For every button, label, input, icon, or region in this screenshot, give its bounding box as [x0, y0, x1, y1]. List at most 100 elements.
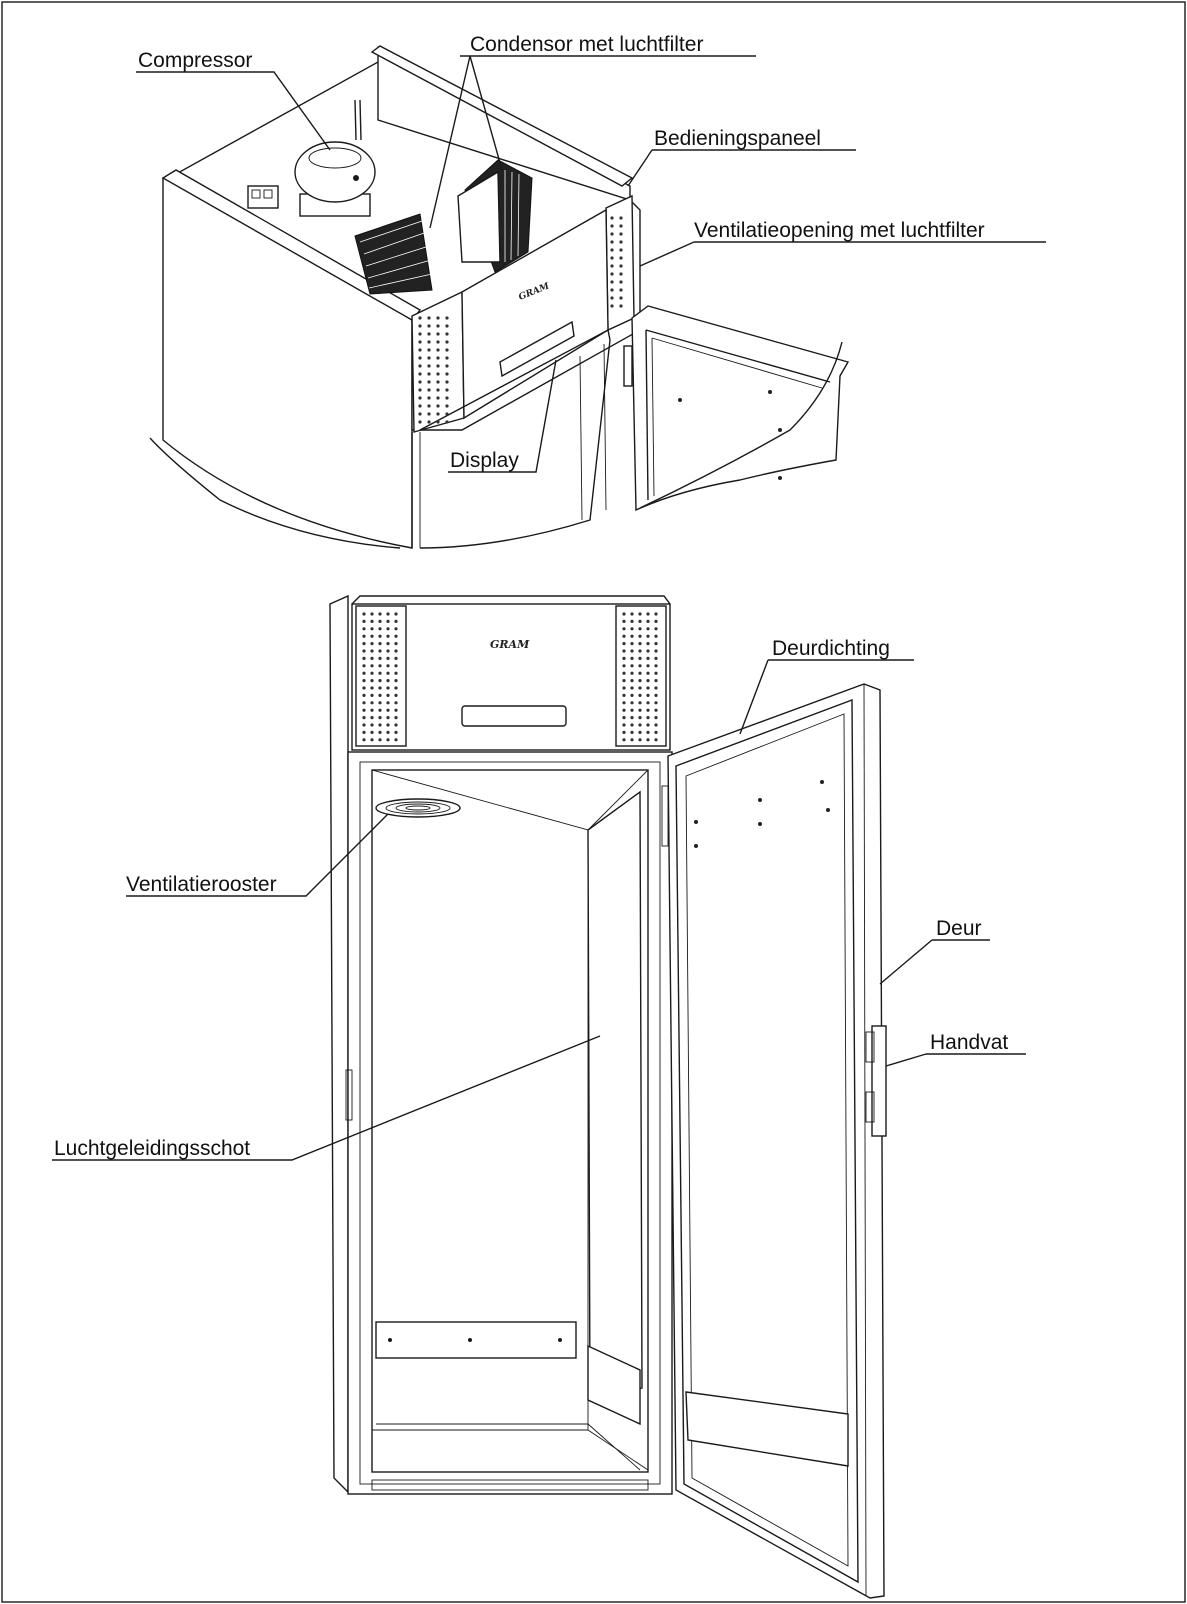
- grille-hole: [638, 619, 642, 624]
- grille-hole: [630, 649, 634, 653]
- grille-hole: [630, 686, 634, 690]
- grille-hole: [418, 372, 422, 376]
- grille-hole: [378, 716, 382, 720]
- grille-hole: [610, 248, 614, 252]
- grille-hole: [610, 264, 614, 268]
- grille-hole: [394, 738, 398, 742]
- grille-hole: [418, 396, 422, 400]
- grille-hole: [436, 388, 440, 392]
- grille-hole: [418, 380, 422, 384]
- grille-hole: [646, 619, 650, 624]
- grille-hole: [427, 404, 431, 408]
- grille-hole: [619, 272, 623, 276]
- grille-hole: [418, 388, 422, 392]
- relay-slot: [251, 189, 261, 199]
- grille-hole: [427, 372, 431, 376]
- grille-hole: [378, 701, 382, 705]
- handle-mount-bottom: [865, 1091, 875, 1123]
- leader-handvat: [885, 1053, 927, 1067]
- leader-display: [448, 359, 557, 473]
- grille-hole: [394, 701, 398, 705]
- cabinet-front-frame-inner: [359, 761, 661, 1485]
- grille-hole: [370, 619, 374, 624]
- door-screw: [758, 798, 762, 802]
- door-screw: [694, 844, 698, 848]
- grille-hole: [386, 679, 390, 683]
- leader-lines: [52, 55, 1046, 1161]
- fin-line: [510, 171, 513, 261]
- grille-hole: [386, 738, 390, 742]
- grille-hole: [622, 701, 626, 705]
- grille-hole: [378, 627, 382, 631]
- grille-hole: [610, 296, 614, 300]
- grille-hole: [370, 693, 374, 698]
- grille-hole: [646, 679, 650, 683]
- grille-hole: [654, 738, 658, 742]
- grille-hole: [630, 738, 634, 742]
- grille-hole: [378, 679, 382, 683]
- condenser-back-face: [457, 170, 501, 263]
- leader-condensor-2: [469, 55, 503, 171]
- open-door: [667, 683, 885, 1599]
- label-handvat: Handvat: [930, 1031, 1009, 1054]
- fin-line: [367, 259, 432, 279]
- grille-hole: [378, 686, 382, 690]
- grille-hole: [386, 716, 390, 720]
- grille-hole: [646, 738, 650, 742]
- grille-hole: [378, 693, 382, 698]
- grille-hole: [386, 649, 390, 653]
- grille-hole: [638, 642, 642, 646]
- grille-hole: [418, 404, 422, 408]
- grille-hole: [646, 627, 650, 631]
- grille-hole: [610, 272, 614, 276]
- fin-line: [363, 231, 428, 255]
- grille-hole: [386, 612, 390, 616]
- left-top-rail: [161, 169, 422, 321]
- grille-hole: [370, 634, 374, 638]
- grille-hole: [610, 288, 614, 292]
- grille-hole: [362, 671, 366, 675]
- grille-hole: [630, 664, 634, 668]
- grille-hole: [646, 693, 650, 698]
- label-display: Display: [450, 449, 519, 472]
- grille-hole: [427, 316, 431, 320]
- grille-hole: [394, 634, 398, 638]
- grille-hole: [378, 619, 382, 624]
- door-screw: [768, 390, 772, 394]
- compressor-body: [294, 141, 376, 203]
- door-gasket-outer: [675, 698, 859, 1584]
- door-screw: [778, 476, 782, 480]
- grille-hole: [370, 708, 374, 712]
- grille-hole: [378, 671, 382, 675]
- grille-hole: [619, 264, 623, 268]
- grille-hole: [622, 634, 626, 638]
- grille-hole: [445, 372, 449, 376]
- grille-hole: [378, 634, 382, 638]
- grille-hole: [610, 232, 614, 236]
- grille-hole: [630, 730, 634, 735]
- door-screw: [820, 780, 824, 784]
- grille-hole: [630, 679, 634, 683]
- grille-hole: [378, 664, 382, 668]
- grille-hole: [436, 380, 440, 384]
- grille-hole: [436, 372, 440, 376]
- grille-hole: [445, 324, 449, 328]
- break-line-left: [149, 437, 401, 549]
- grille-hole: [646, 671, 650, 675]
- grille-hole: [362, 679, 366, 683]
- front-door-top: [419, 328, 611, 549]
- grille-hole: [654, 627, 658, 631]
- door-hinge-top: [661, 785, 669, 847]
- grille-ring: [385, 801, 451, 815]
- grille-hole: [619, 296, 623, 300]
- grille-hole: [378, 656, 382, 661]
- grille-hole: [394, 671, 398, 675]
- grille-hole: [622, 723, 626, 727]
- grille-hole: [394, 716, 398, 720]
- grille-hole: [445, 340, 449, 344]
- grille-hole: [378, 642, 382, 646]
- grille-hole: [386, 693, 390, 698]
- display-window: [461, 705, 567, 727]
- leader-deur: [879, 939, 933, 985]
- door-screw: [678, 398, 682, 402]
